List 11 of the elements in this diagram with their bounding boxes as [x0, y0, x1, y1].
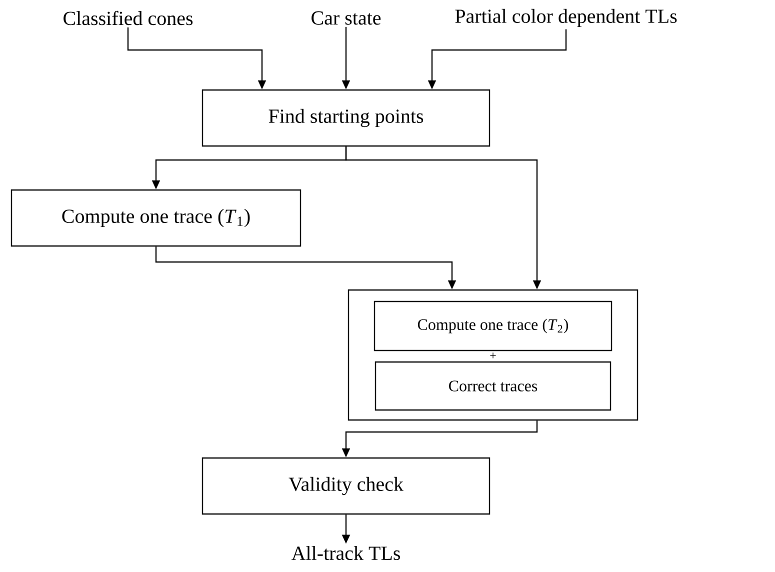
- process-box: Correct traces: [374, 361, 612, 411]
- input-label: Classified cones: [64, 10, 193, 26]
- process-box: Compute one trace (T$_{1}$): [10, 189, 302, 247]
- process-box: Validity check: [202, 457, 490, 515]
- input-label: Partial color dependent TLs: [455, 8, 677, 28]
- process-box: Find starting points: [202, 89, 490, 147]
- group-box: [348, 289, 638, 421]
- plus-sign: +: [490, 352, 496, 358]
- output-label: All-track TLs: [292, 546, 400, 560]
- input-label: Car state: [312, 11, 381, 25]
- process-box: Compute one trace (T$_{2}$): [374, 300, 612, 352]
